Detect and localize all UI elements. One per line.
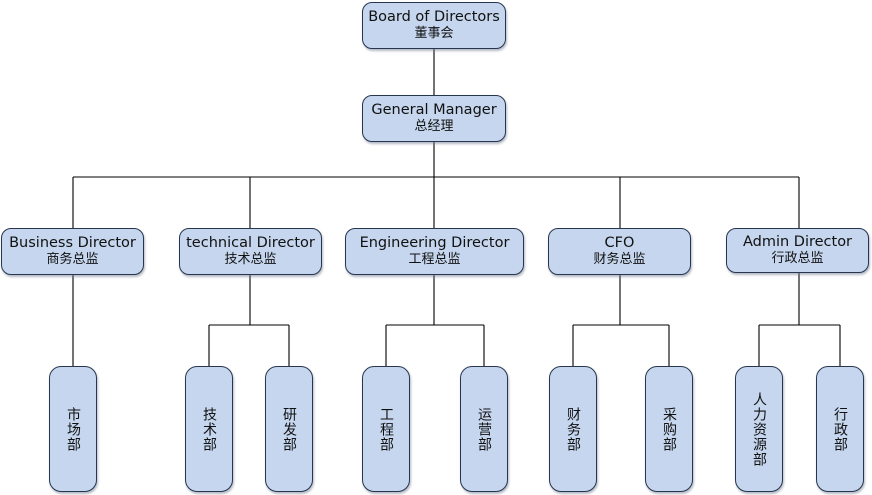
dept-operations-node: 运营部 — [460, 366, 508, 492]
dept-market-node: 市场部 — [49, 366, 97, 492]
node-title-en: technical Director — [186, 235, 315, 252]
node-title-zh: 商务总监 — [46, 252, 99, 268]
engineering-director-node: Engineering Director 工程总监 — [345, 228, 524, 275]
dept-label: 技术部 — [201, 406, 217, 452]
dept-rnd-node: 研发部 — [265, 366, 313, 492]
node-title-en: Engineering Director — [359, 235, 510, 252]
cfo-node: CFO 财务总监 — [548, 228, 691, 275]
admin-director-node: Admin Director 行政总监 — [726, 228, 869, 273]
dept-label: 运营部 — [476, 406, 492, 452]
node-title-zh: 财务总监 — [593, 252, 646, 268]
dept-label: 行政部 — [832, 406, 848, 452]
node-title-zh: 董事会 — [414, 26, 454, 42]
node-title-en: Business Director — [9, 235, 136, 252]
dept-technology-node: 技术部 — [185, 366, 233, 492]
dept-engineering-node: 工程部 — [362, 366, 410, 492]
dept-label: 财务部 — [565, 406, 581, 452]
dept-finance-node: 财务部 — [549, 366, 597, 492]
node-title-en: CFO — [604, 235, 635, 252]
dept-purchasing-node: 采购部 — [645, 366, 693, 492]
business-director-node: Business Director 商务总监 — [1, 228, 144, 275]
dept-label: 人力资源部 — [751, 391, 767, 467]
general-manager-node: General Manager 总经理 — [362, 95, 506, 142]
dept-label: 研发部 — [281, 406, 297, 452]
technical-director-node: technical Director 技术总监 — [179, 228, 322, 275]
board-of-directors-node: Board of Directors 董事会 — [362, 2, 506, 49]
dept-label: 采购部 — [661, 406, 677, 452]
node-title-zh: 总经理 — [414, 119, 454, 135]
node-title-en: Board of Directors — [368, 9, 500, 26]
node-title-en: Admin Director — [742, 234, 853, 251]
dept-hr-node: 人力资源部 — [735, 366, 783, 492]
node-title-zh: 技术总监 — [224, 252, 277, 268]
node-title-zh: 工程总监 — [408, 252, 461, 268]
dept-admin-node: 行政部 — [816, 366, 864, 492]
dept-label: 市场部 — [65, 406, 81, 452]
node-title-en: General Manager — [371, 102, 497, 119]
node-title-zh: 行政总监 — [771, 251, 824, 267]
dept-label: 工程部 — [378, 406, 394, 452]
